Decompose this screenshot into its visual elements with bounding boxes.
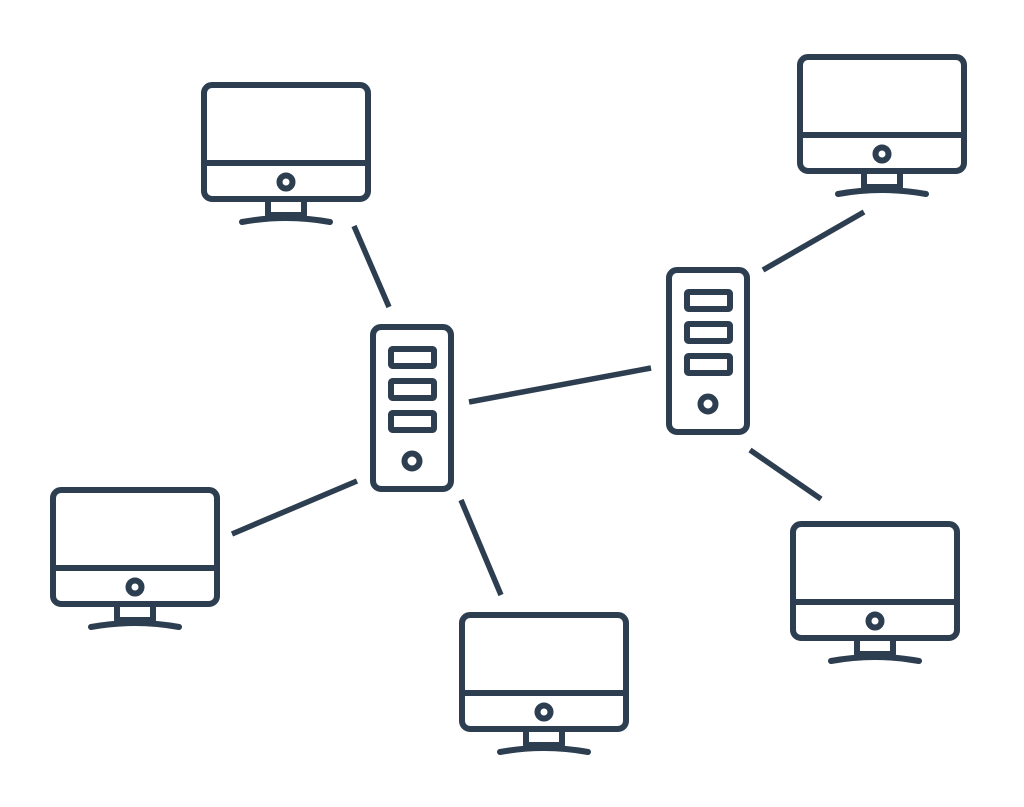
server-power-button	[697, 393, 719, 415]
connection-lines	[230, 209, 866, 597]
power-button	[865, 611, 885, 631]
drive-bay-2	[684, 321, 733, 344]
monitor-neck	[861, 170, 903, 190]
server-tower-icon	[666, 267, 750, 435]
power-button	[125, 577, 145, 597]
desktop-monitor-icon	[797, 54, 967, 197]
monitor-base	[497, 745, 591, 755]
server-tower-icon	[370, 324, 454, 492]
server-case	[370, 324, 454, 492]
power-button	[872, 144, 892, 164]
monitor-frame	[790, 521, 960, 641]
monitor-frame	[797, 54, 967, 174]
connection-server-1-to-server-2	[468, 365, 652, 405]
power-button	[276, 172, 296, 192]
monitor-neck	[854, 637, 896, 657]
connection-computer-bottom-left-to-server-1	[230, 478, 359, 537]
monitor-neck	[523, 728, 565, 748]
power-button	[534, 702, 554, 722]
drive-bay-2	[388, 378, 437, 401]
monitor-base	[239, 215, 333, 225]
drive-bay-1	[388, 346, 437, 369]
monitor-base	[88, 620, 182, 630]
monitor-frame	[459, 612, 629, 732]
connection-computer-top-right-to-server-2	[761, 209, 866, 273]
monitor-neck	[265, 198, 307, 218]
server-power-button	[401, 450, 423, 472]
monitor-base	[828, 654, 922, 664]
drive-bay-3	[388, 410, 437, 433]
desktop-monitor-icon	[459, 612, 629, 755]
connection-computer-top-left-to-server-1	[351, 224, 392, 309]
monitor-frame	[50, 487, 220, 607]
monitor-frame	[201, 82, 371, 202]
monitor-base	[835, 187, 929, 197]
desktop-monitor-icon	[201, 82, 371, 225]
connection-computer-bottom-center-to-server-1	[458, 498, 504, 597]
monitor-neck	[114, 603, 156, 623]
network-nodes	[50, 54, 967, 755]
connection-computer-bottom-right-to-server-2	[748, 447, 823, 502]
drive-bay-3	[684, 353, 733, 376]
desktop-monitor-icon	[50, 487, 220, 630]
drive-bay-1	[684, 289, 733, 312]
server-case	[666, 267, 750, 435]
desktop-monitor-icon	[790, 521, 960, 664]
